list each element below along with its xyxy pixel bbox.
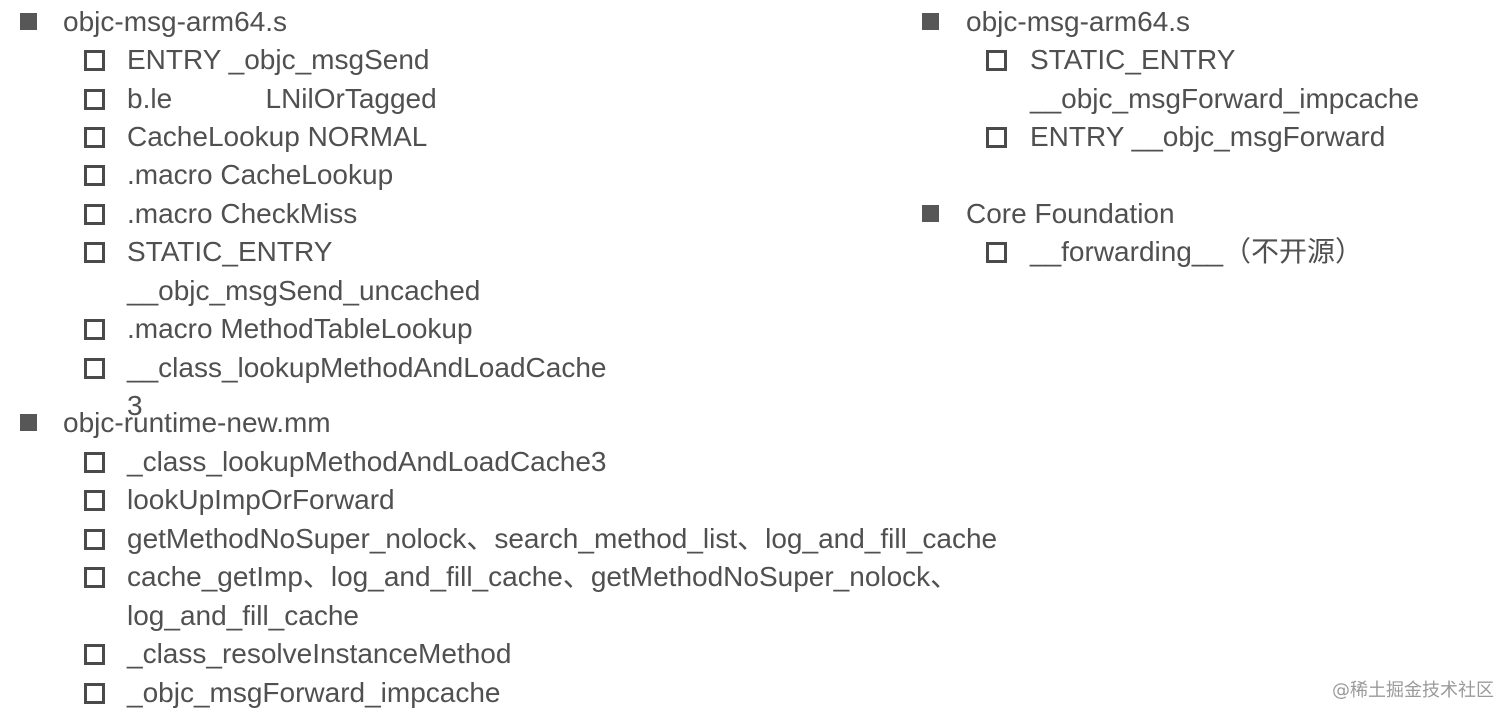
list-item: STATIC_ENTRY	[127, 236, 333, 267]
list-item: .macro MethodTableLookup	[127, 313, 473, 344]
list-item: CacheLookup NORMAL	[127, 121, 428, 152]
item-bullet-hollow	[84, 644, 105, 665]
list-item-continuation: 3	[127, 390, 143, 421]
item-bullet-hollow	[84, 490, 105, 511]
item-bullet-hollow	[986, 50, 1007, 71]
list-item: .macro CheckMiss	[127, 198, 358, 229]
section-bullet-filled	[922, 205, 939, 222]
item-bullet-hollow	[84, 89, 105, 110]
watermark: @稀土掘金技术社区	[1332, 680, 1494, 701]
item-bullet-hollow	[986, 127, 1007, 148]
list-item: STATIC_ENTRY	[1030, 44, 1236, 75]
item-bullet-hollow	[84, 50, 105, 71]
section-bullet-filled	[922, 13, 939, 30]
list-item: _class_lookupMethodAndLoadCache3	[127, 446, 607, 477]
section-bullet-filled	[20, 414, 37, 431]
item-bullet-hollow	[84, 204, 105, 225]
list-item: lookUpImpOrForward	[127, 484, 395, 515]
item-bullet-hollow	[84, 529, 105, 550]
list-item-continuation: log_and_fill_cache	[127, 600, 359, 631]
list-item: __forwarding__（不开源）	[1030, 236, 1364, 267]
list-item: cache_getImp、log_and_fill_cache、getMetho…	[127, 561, 959, 592]
item-bullet-hollow	[84, 452, 105, 473]
list-item-continuation: __objc_msgSend_uncached	[127, 275, 481, 306]
list-item: b.le LNilOrTagged	[127, 83, 437, 114]
list-item: _objc_msgForward_impcache	[127, 677, 501, 708]
item-bullet-hollow	[84, 127, 105, 148]
list-item: .macro CacheLookup	[127, 159, 394, 190]
section-title-objc-msg-arm64: objc-msg-arm64.s	[63, 6, 288, 37]
item-bullet-hollow	[986, 242, 1007, 263]
section-title-objc-msg-arm64-right: objc-msg-arm64.s	[966, 6, 1191, 37]
item-bullet-hollow	[84, 683, 105, 704]
section-title-objc-runtime-new: objc-runtime-new.mm	[63, 407, 331, 438]
item-bullet-hollow	[84, 319, 105, 340]
section-title-core-foundation: Core Foundation	[966, 198, 1175, 229]
item-bullet-hollow	[84, 165, 105, 186]
section-bullet-filled	[20, 13, 37, 30]
list-item: getMethodNoSuper_nolock、search_method_li…	[127, 523, 998, 554]
list-item: ENTRY _objc_msgSend	[127, 44, 430, 75]
item-bullet-hollow	[84, 567, 105, 588]
item-bullet-hollow	[84, 242, 105, 263]
list-item: __class_lookupMethodAndLoadCache	[127, 352, 607, 383]
item-bullet-hollow	[84, 358, 105, 379]
list-item: _class_resolveInstanceMethod	[127, 638, 512, 669]
list-item: ENTRY __objc_msgForward	[1030, 121, 1386, 152]
list-item-continuation: __objc_msgForward_impcache	[1030, 83, 1420, 114]
